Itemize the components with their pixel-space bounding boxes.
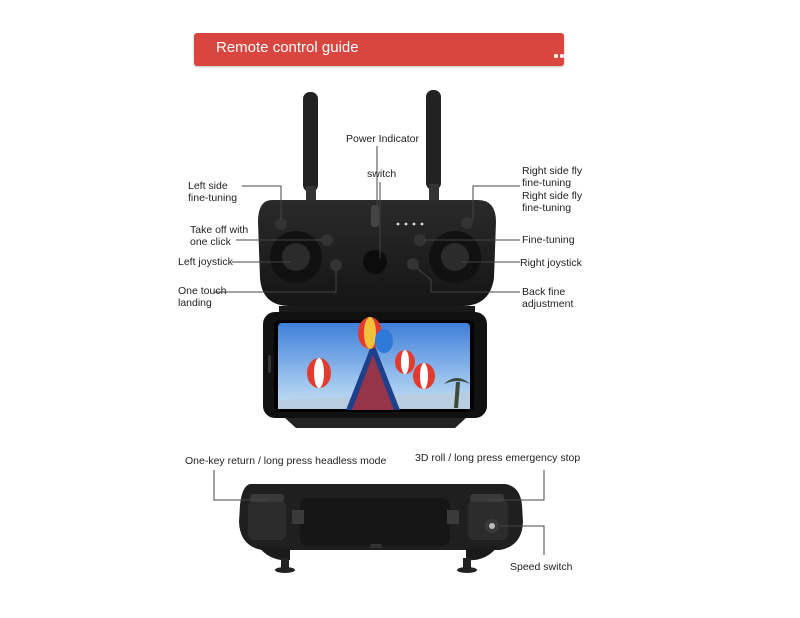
label-one-key-return: One-key return / long press headless mod…	[185, 455, 387, 467]
controller-front-body	[258, 200, 496, 306]
label-right-side-b-line1: Right side fly	[522, 190, 583, 202]
label-fine-tuning: Fine-tuning	[522, 234, 575, 246]
label-one-touch-landing: One touch landing	[178, 285, 226, 309]
label-speed-switch: Speed switch	[510, 561, 573, 573]
label-take-off: Take off with one click	[190, 224, 248, 248]
label-back-fine-adjustment: Back fine adjustment	[522, 286, 573, 310]
right-antenna	[426, 90, 441, 200]
label-take-off-line1: Take off with	[190, 224, 249, 236]
label-left-side-line2: fine-tuning	[188, 192, 238, 204]
label-right-joystick: Right joystick	[520, 257, 582, 269]
label-left-side-fine-tuning: Left side fine-tuning	[188, 180, 237, 204]
label-right-side-fly-a: Right side fly fine-tuning	[522, 165, 582, 189]
label-back-fine-line2: adjustment	[522, 298, 574, 310]
label-right-side-a-line1: Right side fly	[522, 165, 583, 177]
controller-top-body	[239, 484, 523, 573]
label-power-indicator: Power Indicator	[346, 133, 419, 145]
label-one-touch-line1: One touch	[178, 285, 227, 297]
label-left-side-line1: Left side	[188, 180, 228, 192]
left-antenna	[303, 92, 318, 202]
label-right-side-fly-b: Right side fly fine-tuning	[522, 190, 582, 214]
title-banner: Remote control guide	[194, 33, 594, 66]
label-one-touch-line2: landing	[178, 297, 212, 309]
banner-title: Remote control guide	[216, 39, 359, 56]
label-switch: switch	[367, 168, 397, 180]
label-right-side-b-line2: fine-tuning	[522, 202, 572, 214]
label-left-joystick: Left joystick	[178, 256, 233, 268]
callout-lines	[213, 146, 545, 555]
label-3d-roll: 3D roll / long press emergency stop	[415, 452, 581, 464]
phone-holder	[263, 306, 487, 428]
label-right-side-a-line2: fine-tuning	[522, 177, 572, 189]
label-take-off-line2: one click	[190, 236, 231, 248]
label-back-fine-line1: Back fine	[522, 286, 566, 298]
